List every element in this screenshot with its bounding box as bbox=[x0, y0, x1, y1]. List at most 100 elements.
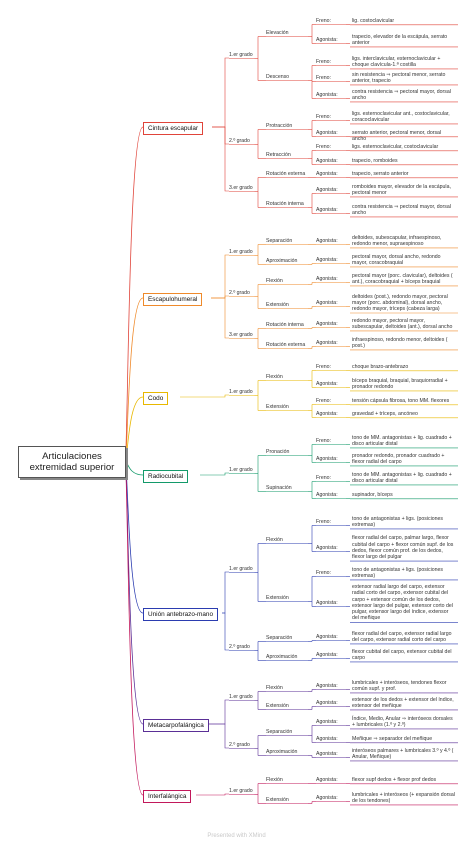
movement-supinacion[interactable]: Supinación bbox=[266, 485, 292, 491]
movement-extension[interactable]: Extensión bbox=[266, 404, 289, 410]
muscle-text: ligs. esternoclavicular, costoclavicular bbox=[352, 144, 439, 150]
movement-flexion[interactable]: Flexión bbox=[266, 777, 283, 783]
movement-rot_ext[interactable]: Rotación externa bbox=[266, 342, 306, 348]
movement-rot_int[interactable]: Rotación interna bbox=[266, 201, 304, 207]
muscle-text: flexor radial del carpo, palmar largo, f… bbox=[352, 535, 454, 561]
muscle-text: flexor cubital del carpo, extensor cubit… bbox=[352, 648, 452, 662]
agonista-label: Agonista: bbox=[316, 171, 338, 177]
root-topic[interactable]: Articulaciones extremidad superior bbox=[18, 446, 126, 478]
movement-separacion[interactable]: Separación bbox=[266, 238, 293, 244]
agonista-label: Agonista: bbox=[316, 207, 338, 213]
movement-separacion[interactable]: Separación bbox=[266, 729, 293, 735]
agonista-label: Agonista: bbox=[316, 300, 338, 306]
grade-label: 1.er grado bbox=[229, 566, 253, 572]
freno-label: Freno: bbox=[316, 398, 331, 404]
muscle-text: deltoides, subescapular, infraespinoso, … bbox=[352, 234, 442, 248]
muscle-text: trapecio, romboides bbox=[352, 158, 398, 164]
movement-descenso[interactable]: Descenso bbox=[266, 74, 290, 80]
movement-extension[interactable]: Extensión bbox=[266, 703, 289, 709]
movement-aproximacion[interactable]: Aproximación bbox=[266, 258, 298, 264]
topic-metacarpo[interactable]: Metacarpofalángica bbox=[143, 718, 209, 732]
movement-extension[interactable]: Extensión bbox=[266, 595, 289, 601]
grade-label: 3.er grado bbox=[229, 185, 253, 191]
watermark: Presented with XMind bbox=[207, 833, 266, 839]
movement-separacion[interactable]: Separación bbox=[266, 635, 293, 641]
agonista-label: Agonista: bbox=[316, 795, 338, 801]
muscle-text: flexor supf dedos + flexor prof dedos bbox=[352, 777, 437, 783]
branch-curve bbox=[222, 612, 229, 651]
topic-union-label: Unión antebrazo-mano bbox=[148, 610, 214, 618]
movement-extension[interactable]: Extensión bbox=[266, 302, 289, 308]
movement-rot_int[interactable]: Rotación interna bbox=[266, 322, 304, 328]
topic-cintura[interactable]: Cintura escapular bbox=[143, 121, 204, 135]
topic-codo-label: Codo bbox=[148, 394, 164, 402]
movement-flexion[interactable]: Flexión bbox=[266, 537, 283, 543]
muscle-text: lumbricales + interóseos (+ expansión do… bbox=[352, 791, 455, 805]
muscle-text: gravedad + tríceps, ancóneo bbox=[352, 411, 418, 417]
agonista-label: Agonista: bbox=[316, 276, 338, 282]
muscle-text: tono de antagonistas + ligs. (posiciones… bbox=[352, 515, 443, 529]
branch-curve bbox=[212, 57, 229, 128]
movement-aproximacion[interactable]: Aproximación bbox=[266, 749, 298, 755]
agonista-label: Agonista: bbox=[316, 683, 338, 689]
muscle-text: ligs. interclavicular, esternoclavicular… bbox=[352, 55, 441, 69]
movement-aproximacion[interactable]: Aproximación bbox=[266, 654, 298, 660]
muscle-text: ligs. esternoclavicular ant., costoclavi… bbox=[352, 110, 450, 124]
grade-label: 1.er grado bbox=[229, 467, 253, 473]
muscle-text: pectoral mayor, dorsal ancho, redondo ma… bbox=[352, 253, 441, 267]
freno-label: Freno: bbox=[316, 364, 331, 370]
agonista-label: Agonista: bbox=[316, 719, 338, 725]
agonista-label: Agonista: bbox=[316, 545, 338, 551]
muscle-text: pronador redondo, pronador cuadrado + fl… bbox=[352, 452, 445, 466]
agonista-label: Agonista: bbox=[316, 600, 338, 606]
muscle-text: extensor radial largo del carpo, extenso… bbox=[352, 584, 453, 622]
movement-pronacion[interactable]: Pronación bbox=[266, 449, 290, 455]
topic-escapulohumeral[interactable]: Escapulohumeral bbox=[143, 292, 203, 306]
movement-retraccion[interactable]: Retracción bbox=[266, 152, 291, 158]
branch-curve bbox=[196, 793, 229, 796]
muscle-text: choque brazo-antebrazo bbox=[352, 364, 409, 370]
muscle-text: deltoides (post.), redondo mayor, pector… bbox=[352, 293, 448, 313]
branch-curve bbox=[209, 699, 229, 725]
freno-label: Freno: bbox=[316, 438, 331, 444]
movement-protraccion[interactable]: Protracción bbox=[266, 123, 293, 129]
muscle-text: romboides mayor, elevador de la escápula… bbox=[352, 183, 451, 197]
agonista-label: Agonista: bbox=[316, 777, 338, 783]
branch-curve bbox=[222, 571, 229, 614]
movement-rot_ext[interactable]: Rotación externa bbox=[266, 171, 306, 177]
freno-label: Freno: bbox=[316, 475, 331, 481]
muscle-text: interóseos palmares + lumbricales 3.º y … bbox=[352, 747, 454, 761]
branch-curve bbox=[212, 126, 229, 192]
movement-elevacion[interactable]: Elevación bbox=[266, 30, 289, 36]
topic-union[interactable]: Unión antebrazo-mano bbox=[143, 607, 219, 621]
muscle-text: trapecio, serrato anterior bbox=[352, 171, 409, 177]
agonista-label: Agonista: bbox=[316, 340, 338, 346]
topic-codo[interactable]: Codo bbox=[143, 391, 169, 405]
movement-flexion[interactable]: Flexión bbox=[266, 278, 283, 284]
movement-extension[interactable]: Extensión bbox=[266, 797, 289, 803]
topic-cintura-label: Cintura escapular bbox=[148, 124, 199, 132]
agonista-label: Agonista: bbox=[316, 634, 338, 640]
movement-flexion[interactable]: Flexión bbox=[266, 374, 283, 380]
movement-flexion[interactable]: Flexión bbox=[266, 685, 283, 691]
agonista-label: Agonista: bbox=[316, 37, 338, 43]
agonista-label: Agonista: bbox=[316, 736, 338, 742]
grade-label: 1.er grado bbox=[229, 389, 253, 395]
branch-curve bbox=[124, 126, 144, 462]
muscle-text: sin resistencia ⇒ pectoral menor, serrat… bbox=[352, 71, 446, 85]
muscle-text: contra resistencia ⇒ pectoral mayor, dor… bbox=[352, 203, 451, 217]
agonista-label: Agonista: bbox=[316, 411, 338, 417]
topic-interfalangica[interactable]: Interfalángica bbox=[143, 789, 192, 803]
grade-label: 1.er grado bbox=[229, 694, 253, 700]
muscle-text: Índice, Medio, Anular ⇒ interóseos dorsa… bbox=[352, 715, 453, 729]
agonista-label: Agonista: bbox=[316, 456, 338, 462]
muscle-text: extensor de los dedos + extensor del índ… bbox=[352, 696, 454, 710]
grade-label: 1.er grado bbox=[229, 788, 253, 794]
muscle-text: redondo mayor, pectoral mayor, subescapu… bbox=[352, 317, 453, 331]
freno-label: Freno: bbox=[316, 75, 331, 81]
topic-escapulohumeral-label: Escapulohumeral bbox=[148, 295, 198, 303]
agonista-label: Agonista: bbox=[316, 187, 338, 193]
freno-label: Freno: bbox=[316, 570, 331, 576]
topic-radiocubital[interactable]: Radiocubital bbox=[143, 469, 189, 483]
muscle-text: serrato anterior, pectoral menor, dorsal… bbox=[352, 130, 442, 143]
